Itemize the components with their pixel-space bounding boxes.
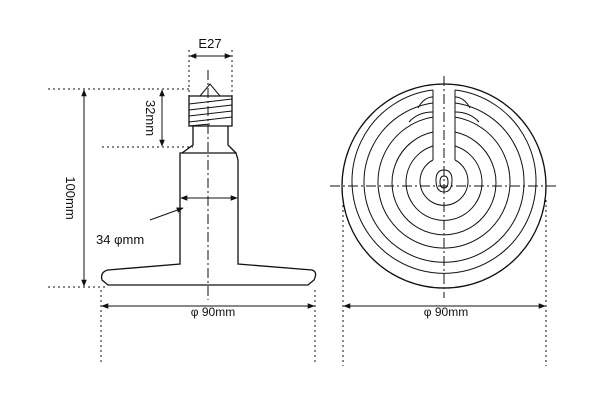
heater-body-outline [100,152,317,286]
side-base-diameter-label: φ 90mm [191,305,235,319]
neck-outline [181,126,237,154]
total-height-label: 100mm [63,176,78,219]
top-view: φ 90mm [330,76,558,366]
neck-diameter-label: 34 φmm [96,232,144,247]
thread-label: E27 [198,36,221,51]
top-diameter-label: φ 90mm [424,305,468,319]
thread-length-label: 32mm [143,100,158,136]
e27-thread [188,83,233,127]
side-view: E27 32mm 100mm 34 φmm φ 90mm [48,36,317,362]
